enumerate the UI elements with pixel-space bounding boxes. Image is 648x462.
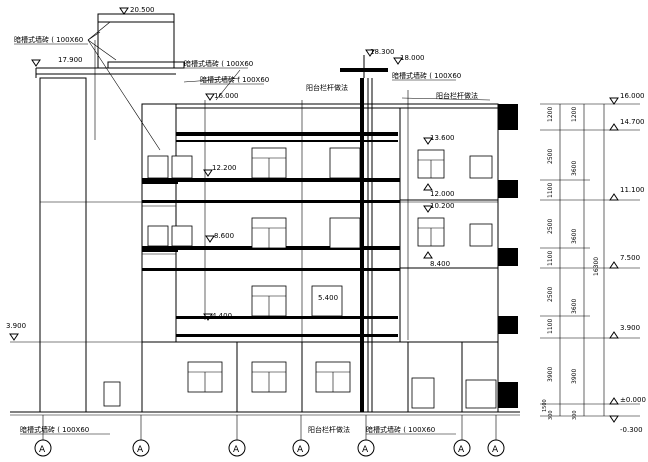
annotation-bottom-mid: 阳台栏杆做法 [308,425,350,434]
leader-lines [87,21,491,151]
right-level-3: 7.500 [620,254,640,262]
elevation-triangle [423,205,433,213]
elevation-triangle [119,7,129,15]
dim-mid-0: 1200 [571,107,578,122]
axis-label-1: A [137,445,144,455]
dim-left-8: 1500 [542,399,548,412]
elevation-triangle [205,235,215,243]
elevation-8-400: 8.400 [430,260,450,268]
elevation-triangle [203,313,213,321]
dim-left-0: 1200 [547,107,554,122]
dim-mid-5: 300 [572,410,578,420]
dim-left-7: 3900 [547,367,554,382]
annotation-balcony-note: 阳台栏杆做法 [306,83,348,92]
elevation-triangle [31,59,41,67]
elevation-left-roof: 17.900 [58,56,83,64]
axis-label-6: A [492,445,499,455]
dim-left-3: 2500 [547,219,554,234]
axis-label-2: A [233,445,240,455]
elevation-triangle [9,333,19,341]
annotation-bottom-right: 暗槽式墙砖 ( 100X60 [366,425,435,434]
elevation-13-600: 13.600 [430,134,455,142]
elevation-triangle [393,57,403,65]
annotation-bottom-left: 暗槽式墙砖 ( 100X60 [20,425,89,434]
elevation-triangle [609,331,619,339]
annotation-mid: 暗槽式墙砖 ( 100X60 [200,75,269,84]
axis-label-4: A [362,445,369,455]
dim-left-6: 1100 [547,319,554,334]
axis-label-0: A [39,445,46,455]
axis-bubbles: A A A A A A A [34,415,505,457]
dim-left-5: 2500 [547,287,554,302]
elevation-12-000: 12.000 [430,190,455,198]
elevation-4-400: 4.400 [212,312,232,320]
elevation-triangle [609,123,619,131]
elevation-triangle [203,169,213,177]
elevation-triangle [609,261,619,269]
dimension-chain: 1200 2500 1100 2500 1100 2500 1100 3900 … [540,92,646,434]
dim-left-2: 1100 [547,183,554,198]
elevation-3-900: 3.900 [6,322,26,330]
dim-mid-3: 3600 [571,299,578,314]
right-level-2: 11.100 [620,186,645,194]
material-annotations: 暗槽式墙砖 ( 100X60 暗槽式墙砖 ( 100X60 暗槽式墙砖 ( 10… [14,35,478,435]
elevation-parapet: 18.000 [400,54,425,62]
elevation-triangle [365,49,375,57]
dim-mid-4: 3900 [571,369,578,384]
elevation-12-200: 12.200 [212,164,237,172]
building-outline [10,13,520,416]
axis-label-5: A [458,445,465,455]
elevation-8-600: 8.600 [214,232,234,240]
dim-mid-1: 3600 [571,161,578,176]
dim-left-9: 300 [548,410,554,420]
annotation-balcony-note-right: 阳台栏杆做法 [436,91,478,100]
annotation-top-left: 暗槽式墙砖 ( 100X60 [14,35,83,44]
dim-total: 16300 [593,257,600,276]
elevation-triangle [423,137,433,145]
axis-label-3: A [297,445,304,455]
elevation-floor6: 16.000 [214,92,239,100]
right-level-6: -0.300 [620,426,643,434]
elevation-triangle [609,193,619,201]
elevation-triangle [423,183,433,191]
dim-left-4: 1100 [547,251,554,266]
dim-mid-2: 3600 [571,229,578,244]
elevation-5-400: 5.400 [318,294,338,302]
elevation-10-200: 10.200 [430,202,455,210]
right-level-4: 3.900 [620,324,640,332]
windows [103,147,497,409]
elevation-triangle [205,93,215,101]
elevation-triangle [423,251,433,259]
elevation-triangle [609,97,619,105]
elevation-top-roof: 20.500 [130,6,155,14]
elevation-triangle [609,397,619,405]
right-level-5: ±0.000 [620,396,646,404]
annotation-upper-mid: 暗槽式墙砖 ( 100X60 [184,59,253,68]
elevation-marks: 20.500 17.900 18.300 18.000 16.000 13.60… [6,6,455,341]
elevation-triangle [609,415,619,423]
right-level-0: 16.000 [620,92,645,100]
elevation-rail-top: 18.300 [370,48,395,56]
annotation-mid-right: 暗槽式墙砖 ( 100X60 [392,71,461,80]
dim-left-1: 2500 [547,149,554,164]
right-level-1: 14.700 [620,118,645,126]
central-column [340,55,499,412]
